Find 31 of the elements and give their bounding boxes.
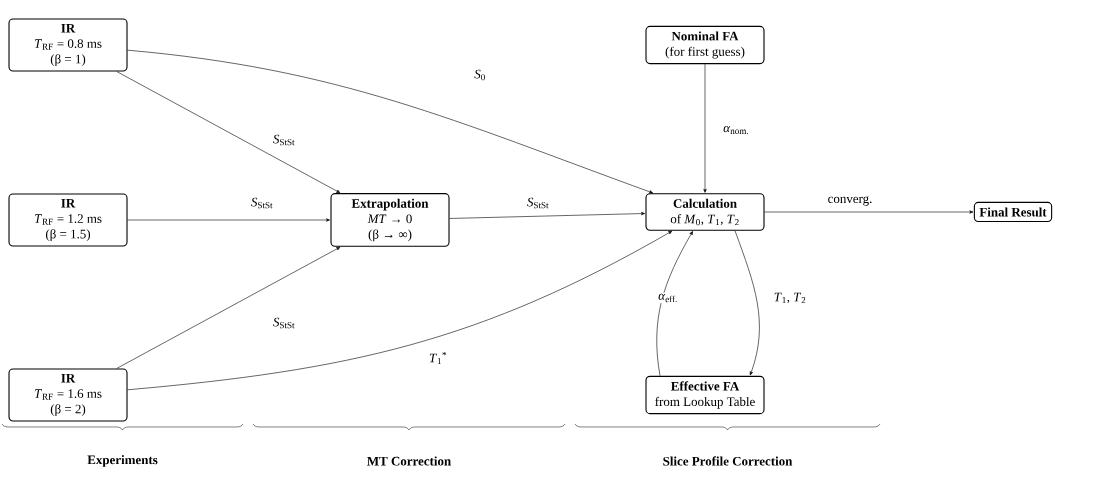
section-label: Experiments xyxy=(87,455,158,467)
arrow xyxy=(127,49,654,194)
section-label: MT Correction xyxy=(367,456,451,466)
edge-label: converg. xyxy=(826,195,874,207)
arrow xyxy=(116,71,341,194)
edge-label: α$_{nom.}$ xyxy=(722,124,751,135)
process-box: IR T$_{RF}$ = 1.6 ms (β = 2) xyxy=(8,368,128,422)
edge-label: S$_{StSt}$ xyxy=(249,196,275,210)
process-box: Effective FA from Lookup Table xyxy=(645,375,765,415)
edge-label: S$_{StSt}$ xyxy=(525,196,551,210)
process-box: IR T$_{RF}$ = 0.8 ms (β = 1) xyxy=(8,18,128,72)
process-box: IR T$_{RF}$ = 1.2 ms (β = 1.5) xyxy=(8,193,128,247)
process-box: Nominal FA (for first guess) xyxy=(645,25,765,65)
edge-label: T$_{1}$* xyxy=(428,350,448,366)
edge-label: S$_{0}$ xyxy=(473,68,487,82)
arrow xyxy=(127,230,673,391)
arrow xyxy=(127,218,330,222)
edge-label: T$_{1}$, T$_{2}$ xyxy=(772,291,808,305)
section-label: Slice Profile Correction xyxy=(663,456,793,466)
edge-label: α$_{eff.}$ xyxy=(657,292,679,304)
process-box: Extrapolation MT → 0 (β → ∞) xyxy=(330,193,450,247)
arrow xyxy=(703,63,707,193)
arrow xyxy=(734,230,760,376)
arrow xyxy=(449,212,645,219)
process-box: Calculation of M$_{0}$, T$_{1}$, T$_{2}$ xyxy=(645,193,765,231)
edge-label: S$_{StSt}$ xyxy=(271,316,297,330)
arrow xyxy=(116,246,341,369)
process-box: Final Result xyxy=(973,201,1053,223)
arrow xyxy=(764,210,974,214)
edge-label: S$_{StSt}$ xyxy=(271,133,297,147)
arrow xyxy=(656,231,693,377)
